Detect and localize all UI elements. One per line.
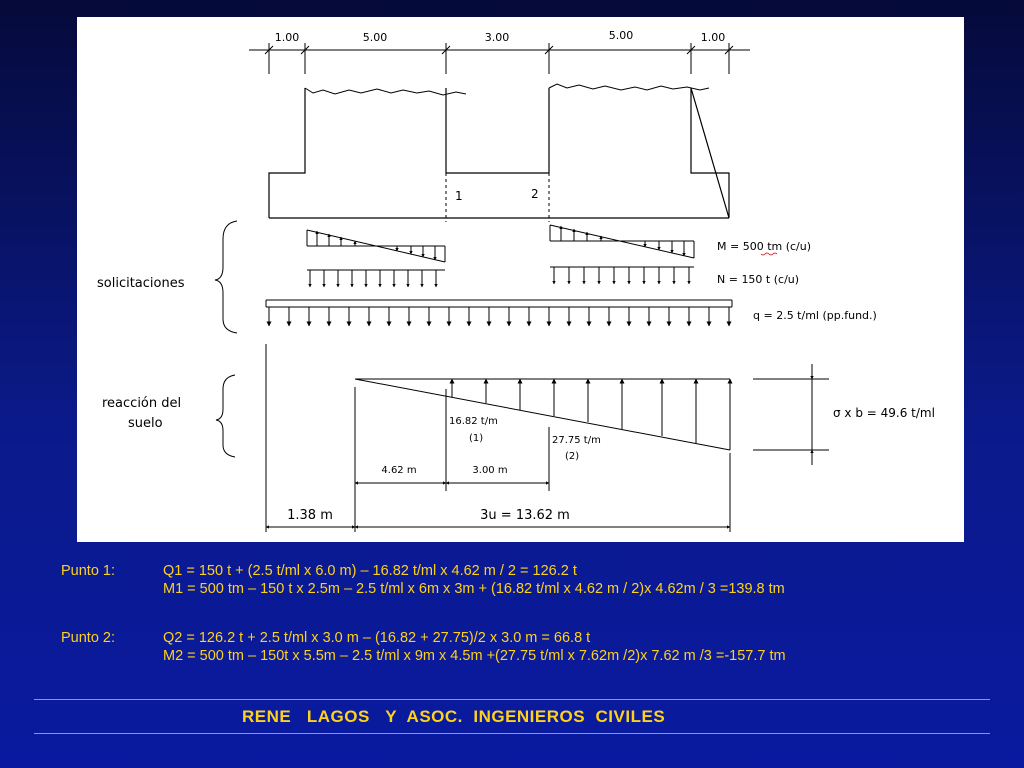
spellcheck-squiggle — [760, 252, 778, 256]
brace-solicitaciones — [214, 220, 238, 334]
dim-4-62: 4.62 m — [381, 465, 416, 476]
reaction-value-2: 27.75 t/m — [552, 435, 601, 446]
calc-point-2-label: Punto 2: — [61, 630, 116, 646]
label-sigma: σ x b = 49.6 t/ml — [833, 406, 935, 420]
label-axial: N = 150 t (c/u) — [717, 273, 799, 286]
moment-diagram-left — [306, 229, 446, 263]
top-dimension-chain — [249, 43, 750, 74]
label-self-weight: q = 2.5 t/ml (pp.fund.) — [753, 309, 877, 322]
dim-label: 1.00 — [701, 31, 726, 44]
diagram-panel: 1.00 5.00 3.00 5.00 1.00 1 2 solicitacio… — [77, 17, 964, 542]
calc-point-2-shear: Q2 = 126.2 t + 2.5 t/ml x 3.0 m – (16.82… — [163, 630, 591, 646]
group-label-reaccion: reacción del — [102, 396, 181, 411]
self-weight-load — [265, 299, 733, 327]
group-label-solicitaciones: solicitaciones — [97, 276, 185, 291]
dim-label: 3.00 — [485, 31, 510, 44]
calc-point-1-label: Punto 1: — [61, 563, 116, 579]
calc-point-1-moment: M1 = 500 tm – 150 t x 2.5m – 2.5 t/ml x … — [163, 581, 785, 597]
section-label: 1 — [455, 189, 463, 203]
soil-reaction — [265, 344, 733, 532]
reaction-tag-2: (2) — [565, 451, 579, 462]
reaction-tag-1: (1) — [469, 433, 483, 444]
column-2-break — [548, 83, 710, 91]
label-moment: M = 500 tm (c/u) — [717, 240, 811, 253]
moment-diagram-right — [549, 224, 695, 259]
dim-3-00: 3.00 m — [472, 465, 507, 476]
section-label: 2 — [531, 187, 539, 201]
calc-point-1-shear: Q1 = 150 t + (2.5 t/ml x 6.0 m) – 16.82 … — [163, 563, 577, 579]
dim-label: 5.00 — [363, 31, 388, 44]
group-label-reaccion: suelo — [128, 416, 163, 431]
footer-rule-bottom — [34, 733, 990, 734]
foundation-outline — [268, 87, 730, 219]
dim-label: 5.00 — [609, 29, 634, 42]
structural-diagram: 1.00 5.00 3.00 5.00 1.00 1 2 solicitacio… — [97, 29, 935, 532]
axial-load-left — [307, 269, 445, 288]
dim-label: 1.00 — [275, 31, 300, 44]
column-1-break — [304, 87, 467, 96]
calc-point-2-moment: M2 = 500 tm – 150t x 5.5m – 2.5 t/ml x 9… — [163, 648, 786, 664]
dim-3u: 3u = 13.62 m — [480, 508, 570, 523]
axial-load-right — [550, 266, 694, 285]
bottom-dimensions — [265, 453, 731, 532]
footer-rule-top — [34, 699, 990, 700]
sigma-dimension — [753, 364, 829, 465]
section-dimensions — [354, 387, 550, 532]
calc-point-2: Punto 2: Q2 = 126.2 t + 2.5 t/ml x 3.0 m… — [61, 629, 961, 669]
reaction-value-1: 16.82 t/m — [449, 416, 498, 427]
calc-point-1: Punto 1: Q1 = 150 t + (2.5 t/ml x 6.0 m)… — [61, 562, 961, 602]
dim-1-38: 1.38 m — [287, 508, 333, 523]
brace-reaccion — [215, 374, 236, 458]
footer-company: RENE LAGOS Y ASOC. INGENIEROS CIVILES — [242, 707, 666, 726]
